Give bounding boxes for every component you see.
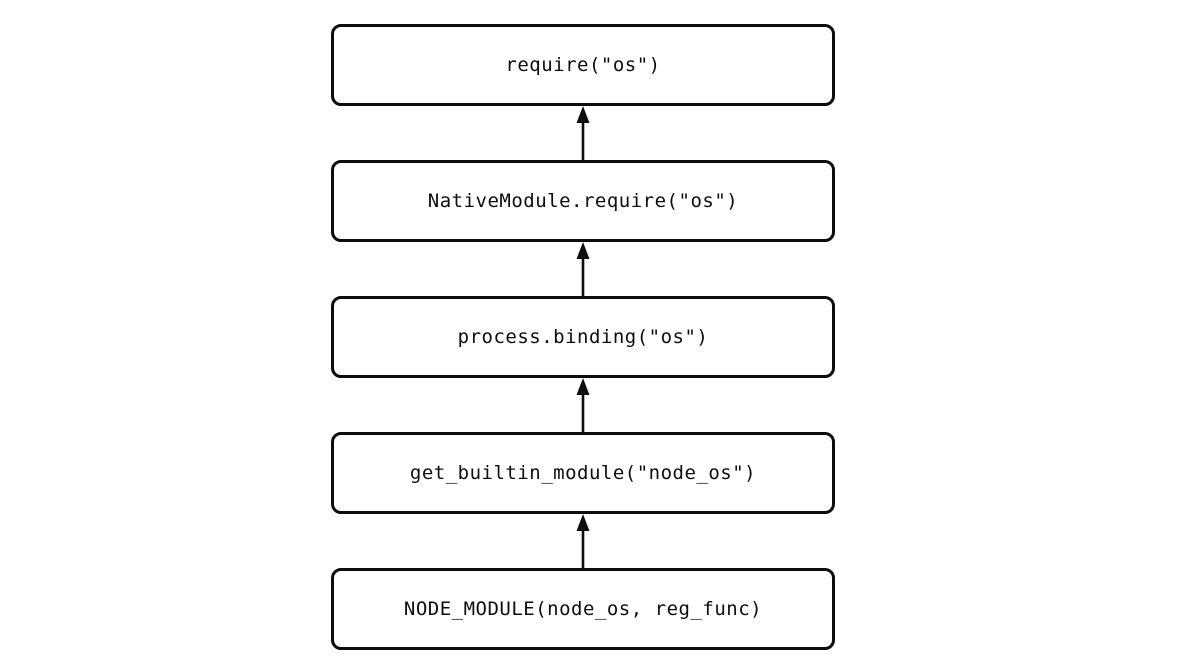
- flow-node-node-module: NODE_MODULE(node_os, reg_func): [331, 568, 835, 650]
- up-arrow-icon: [572, 106, 594, 160]
- up-arrow-icon: [572, 242, 594, 296]
- flow-node-process-binding: process.binding("os"): [331, 296, 835, 378]
- node-label-process-binding: process.binding("os"): [457, 326, 709, 348]
- node-label-get-builtin-module: get_builtin_module("node_os"): [409, 462, 757, 484]
- node-label-require: require("os"): [505, 54, 661, 76]
- flow-node-native-module-require: NativeModule.require("os"): [331, 160, 835, 242]
- node-label-node-module: NODE_MODULE(node_os, reg_func): [403, 598, 763, 620]
- flow-node-require: require("os"): [331, 24, 835, 106]
- flowchart: require("os") NativeModule.require("os")…: [331, 24, 835, 650]
- up-arrow-icon: [572, 378, 594, 432]
- flow-node-get-builtin-module: get_builtin_module("node_os"): [331, 432, 835, 514]
- node-label-native-module-require: NativeModule.require("os"): [427, 190, 739, 212]
- up-arrow-icon: [572, 514, 594, 568]
